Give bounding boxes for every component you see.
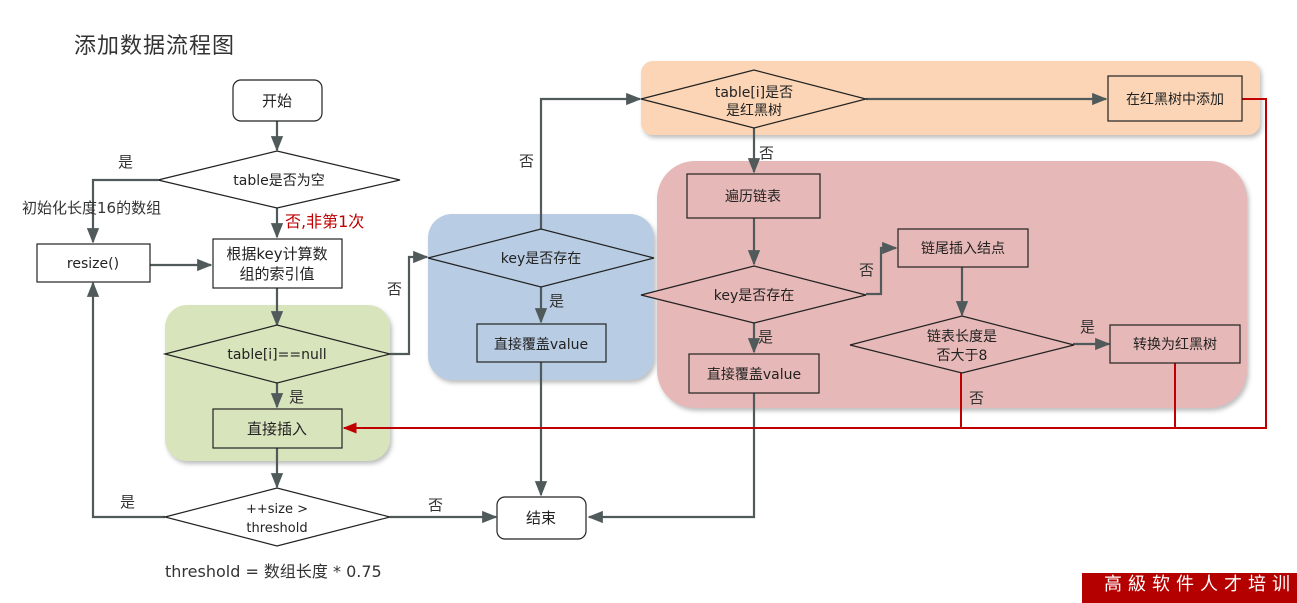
- length-check-decision: [849, 315, 1075, 374]
- tree-no-label: 否: [759, 144, 774, 162]
- direct-insert-label: 直接插入: [247, 420, 307, 438]
- end-node: [496, 496, 587, 540]
- key-exists-decision-1: [427, 228, 655, 288]
- length-check-label-2: 否大于8: [937, 348, 988, 364]
- empty-yes-label: 是: [118, 153, 133, 171]
- threshold-note: threshold = 数组长度 * 0.75: [165, 562, 382, 581]
- edge-key1-no-to-tree: [539, 92, 642, 229]
- is-tree-label-1: table[i]是否: [715, 85, 793, 101]
- size-yes-label: 是: [120, 493, 135, 511]
- start-label: 开始: [262, 92, 292, 110]
- length-check-label-1: 链表长度是: [927, 329, 997, 345]
- direct-insert-node: [212, 408, 343, 449]
- not-empty-label: 否,非第1次: [285, 212, 364, 231]
- banner-text: 高級软件人才培训: [1104, 574, 1296, 595]
- edge-null-no-to-key1: [390, 250, 429, 356]
- key2-no-label: 否: [859, 261, 874, 279]
- null-yes-label: 是: [289, 388, 304, 406]
- is-tree-label-2: 是红黑树: [726, 103, 782, 119]
- edge-treeadd-to-insert: [342, 98, 1267, 434]
- resize-label: resize(): [67, 256, 119, 272]
- edge-empty-yes-to-resize: [86, 178, 158, 244]
- calc-index-label-1: 根据key计算数: [226, 245, 327, 263]
- init-array-label: 初始化长度16的数组: [22, 199, 161, 217]
- resize-node: [36, 243, 151, 283]
- overwrite-node-2: [688, 353, 820, 394]
- key-exists-label-2: key是否存在: [714, 288, 795, 304]
- key-exists-decision-2: [640, 265, 867, 324]
- end-label: 结束: [526, 509, 556, 527]
- table-empty-label: table是否为空: [233, 173, 324, 189]
- table-null-label: table[i]==null: [227, 347, 326, 363]
- edge-key2-no-to-tail: [866, 241, 898, 296]
- to-tree-label: 转换为红黑树: [1133, 336, 1217, 353]
- is-tree-decision: [640, 69, 869, 129]
- start-node: [232, 79, 323, 122]
- key1-no-label: 否: [519, 152, 534, 170]
- size-check-label-2: threshold: [246, 521, 307, 536]
- edge-overwrite2-to-end: [587, 393, 756, 524]
- null-no-label: 否: [387, 280, 402, 298]
- table-null-decision: [162, 324, 391, 384]
- tail-insert-label: 链尾插入结点: [921, 241, 1005, 257]
- calc-index-node: [212, 238, 343, 289]
- tree-add-node: [1107, 75, 1243, 122]
- tail-insert-node: [897, 228, 1029, 268]
- length-yes-label: 是: [1080, 318, 1095, 336]
- key2-yes-label: 是: [758, 328, 773, 346]
- key-exists-label-1: key是否存在: [501, 251, 582, 267]
- traverse-list-node: [686, 173, 821, 219]
- size-no-label: 否: [428, 496, 443, 514]
- size-check-decision: [162, 487, 391, 547]
- key1-yes-label: 是: [549, 292, 564, 310]
- overwrite-label-2: 直接覆盖value: [707, 366, 801, 383]
- edge-size-yes-to-resize: [86, 281, 165, 519]
- calc-index-label-2: 组的索引值: [239, 265, 314, 283]
- length-no-label: 否: [969, 389, 984, 407]
- overwrite-label-1: 直接覆盖value: [494, 336, 588, 353]
- tree-add-label: 在红黑树中添加: [1126, 92, 1224, 108]
- footer-banner: 高級软件人才培训: [1082, 573, 1297, 603]
- flowchart: 开始 table是否为空 resize() 根据key计算数 组的索引值 tab…: [22, 61, 1267, 581]
- size-check-label-1: ++size >: [246, 502, 308, 517]
- table-empty-decision: [157, 150, 401, 209]
- page-title: 添加数据流程图: [74, 34, 236, 59]
- traverse-list-label: 遍历链表: [725, 189, 781, 205]
- overwrite-node-1: [476, 323, 607, 363]
- to-tree-node: [1109, 324, 1241, 364]
